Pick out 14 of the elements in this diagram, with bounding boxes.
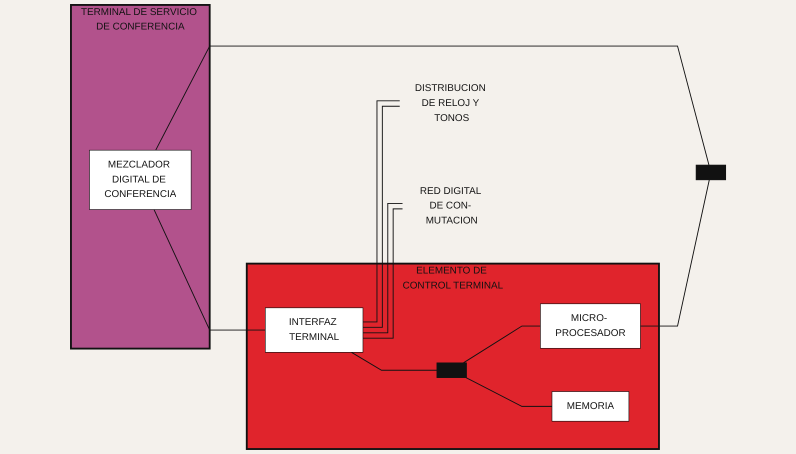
node-box: MEMORIA: [551, 391, 629, 422]
node-bar: [695, 164, 726, 180]
node-box: MICRO- PROCESADOR: [540, 303, 640, 349]
node-text: DISTRIBUCION DE RELOJ Y TONOS: [414, 83, 486, 124]
connector: [350, 352, 437, 371]
connector: [153, 209, 266, 331]
connector: [154, 46, 710, 166]
node-text: RED DIGITAL DE CON- MUTACION: [419, 186, 480, 226]
node-box: MEZCLADOR DIGITAL DE CONFERENCIA: [88, 150, 192, 210]
connector: [462, 326, 541, 364]
connector: [640, 179, 710, 326]
node-box: INTERFAZ TERMINAL: [264, 308, 363, 353]
node-bar: [436, 362, 466, 378]
connector: [465, 377, 552, 407]
